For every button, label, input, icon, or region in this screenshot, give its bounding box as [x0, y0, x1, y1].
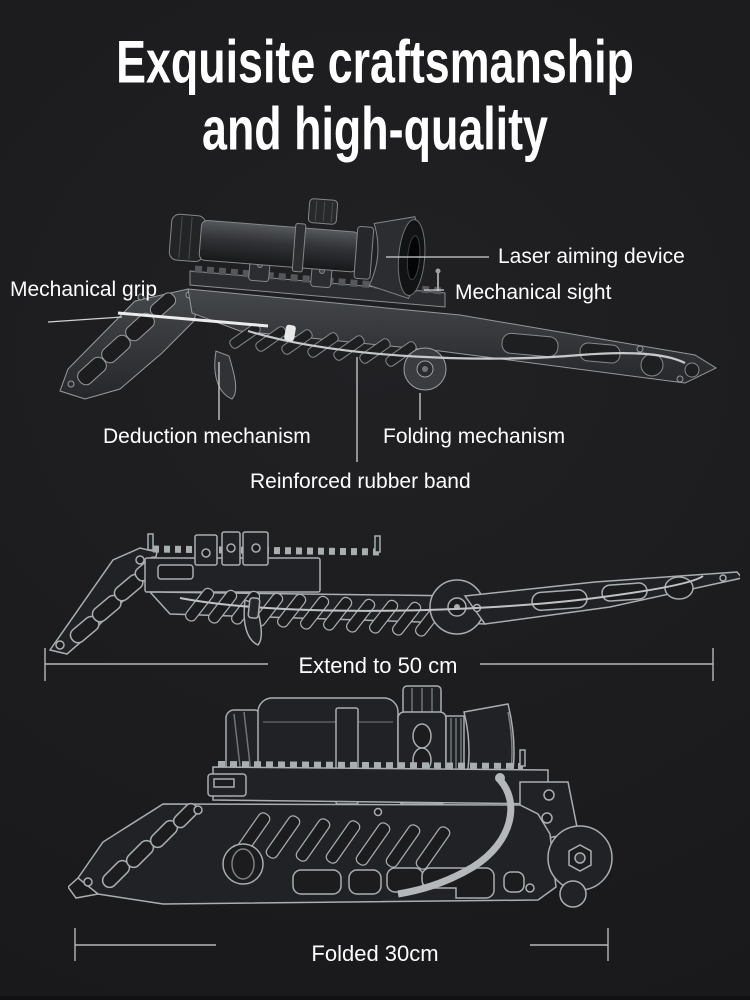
title-line-1: Exquisite craftsmanship: [116, 27, 634, 96]
mechanical-grip-part: [59, 288, 201, 400]
bolt-part: [117, 311, 269, 328]
label-folded-length: Folded 30cm: [311, 941, 439, 966]
trigger-part: [214, 350, 237, 400]
pouch-clip-part: [284, 324, 296, 342]
outline-receiver: [144, 531, 384, 593]
folded-body: [68, 802, 613, 908]
folded-rubber-band: [397, 773, 515, 898]
label-mechanical-grip: Mechanical grip: [10, 278, 158, 301]
label-extended-length: Extend to 50 cm: [298, 653, 458, 678]
title-line-2: and high-quality: [202, 94, 548, 163]
crossbow-body: [187, 288, 718, 384]
folded-crossbow-outline: [68, 685, 613, 908]
outline-grip: [48, 547, 162, 655]
label-deduction-mechanism: Deduction mechanism: [103, 425, 311, 448]
bottom-edge-strip: [0, 996, 750, 1000]
folding-mechanism-part: [403, 347, 447, 391]
label-folding-mechanism: Folding mechanism: [383, 425, 566, 448]
rubber-band-part: [247, 329, 686, 364]
label-laser-aiming-device: Laser aiming device: [498, 245, 685, 268]
extended-crossbow-outline: [48, 531, 740, 655]
label-reinforced-rubber-band: Reinforced rubber band: [250, 470, 471, 493]
outline-band-clip: [247, 597, 261, 619]
mechanical-sight-part: [435, 268, 441, 291]
outline-beam: [148, 587, 487, 637]
outline-folding-disc: [429, 579, 485, 635]
page-title: Exquisite craftsmanship and high-quality: [0, 27, 750, 163]
assembled-crossbow-illustration: [59, 198, 718, 400]
outline-rubber-band: [179, 575, 704, 612]
folded-rail: [207, 749, 549, 805]
label-mechanical-sight: Mechanical sight: [455, 281, 612, 304]
